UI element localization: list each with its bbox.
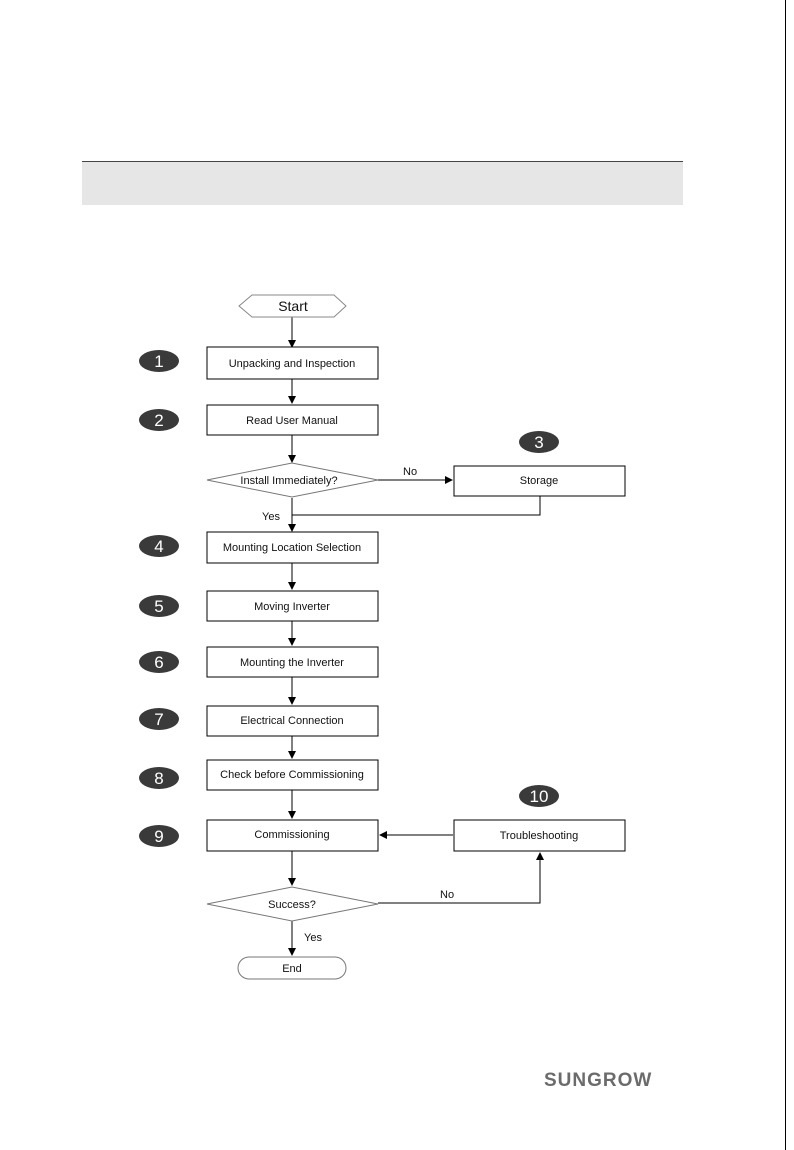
mounting-label: Mounting the Inverter [240,657,344,669]
step-number-10: 10 [530,787,549,806]
moving-label: Moving Inverter [254,601,330,613]
step-number-4: 4 [154,537,163,556]
step-number-7: 7 [154,710,163,729]
sungrow-logo: SUNGROW [544,1066,680,1092]
check-label: Check before Commissioning [220,769,364,781]
unpacking-label: Unpacking and Inspection [229,358,356,370]
step-number-5: 5 [154,597,163,616]
step-number-3: 3 [534,433,543,452]
success-decision-label: Success? [268,899,316,911]
step-number-9: 9 [154,827,163,846]
step-number-8: 8 [154,769,163,788]
storage-label: Storage [520,475,559,487]
install-decision-label: Install Immediately? [240,475,337,487]
step-number-2: 2 [154,411,163,430]
commissioning-label: Commissioning [254,829,329,841]
install-yes-label: Yes [262,511,280,523]
logo-text: SUNGROW [544,1070,652,1091]
success-no-label: No [440,889,454,901]
arrow-success-no-to-troubleshooting [378,853,540,903]
start-label: Start [278,298,308,314]
electrical-label: Electrical Connection [240,715,343,727]
install-no-label: No [403,466,417,478]
end-label: End [282,963,302,975]
line-storage-return [292,496,540,515]
success-yes-label: Yes [304,932,322,944]
troubleshooting-label: Troubleshooting [500,830,578,842]
step-number-1: 1 [154,352,163,371]
read-manual-label: Read User Manual [246,415,338,427]
location-label: Mounting Location Selection [223,542,361,554]
step-number-6: 6 [154,653,163,672]
